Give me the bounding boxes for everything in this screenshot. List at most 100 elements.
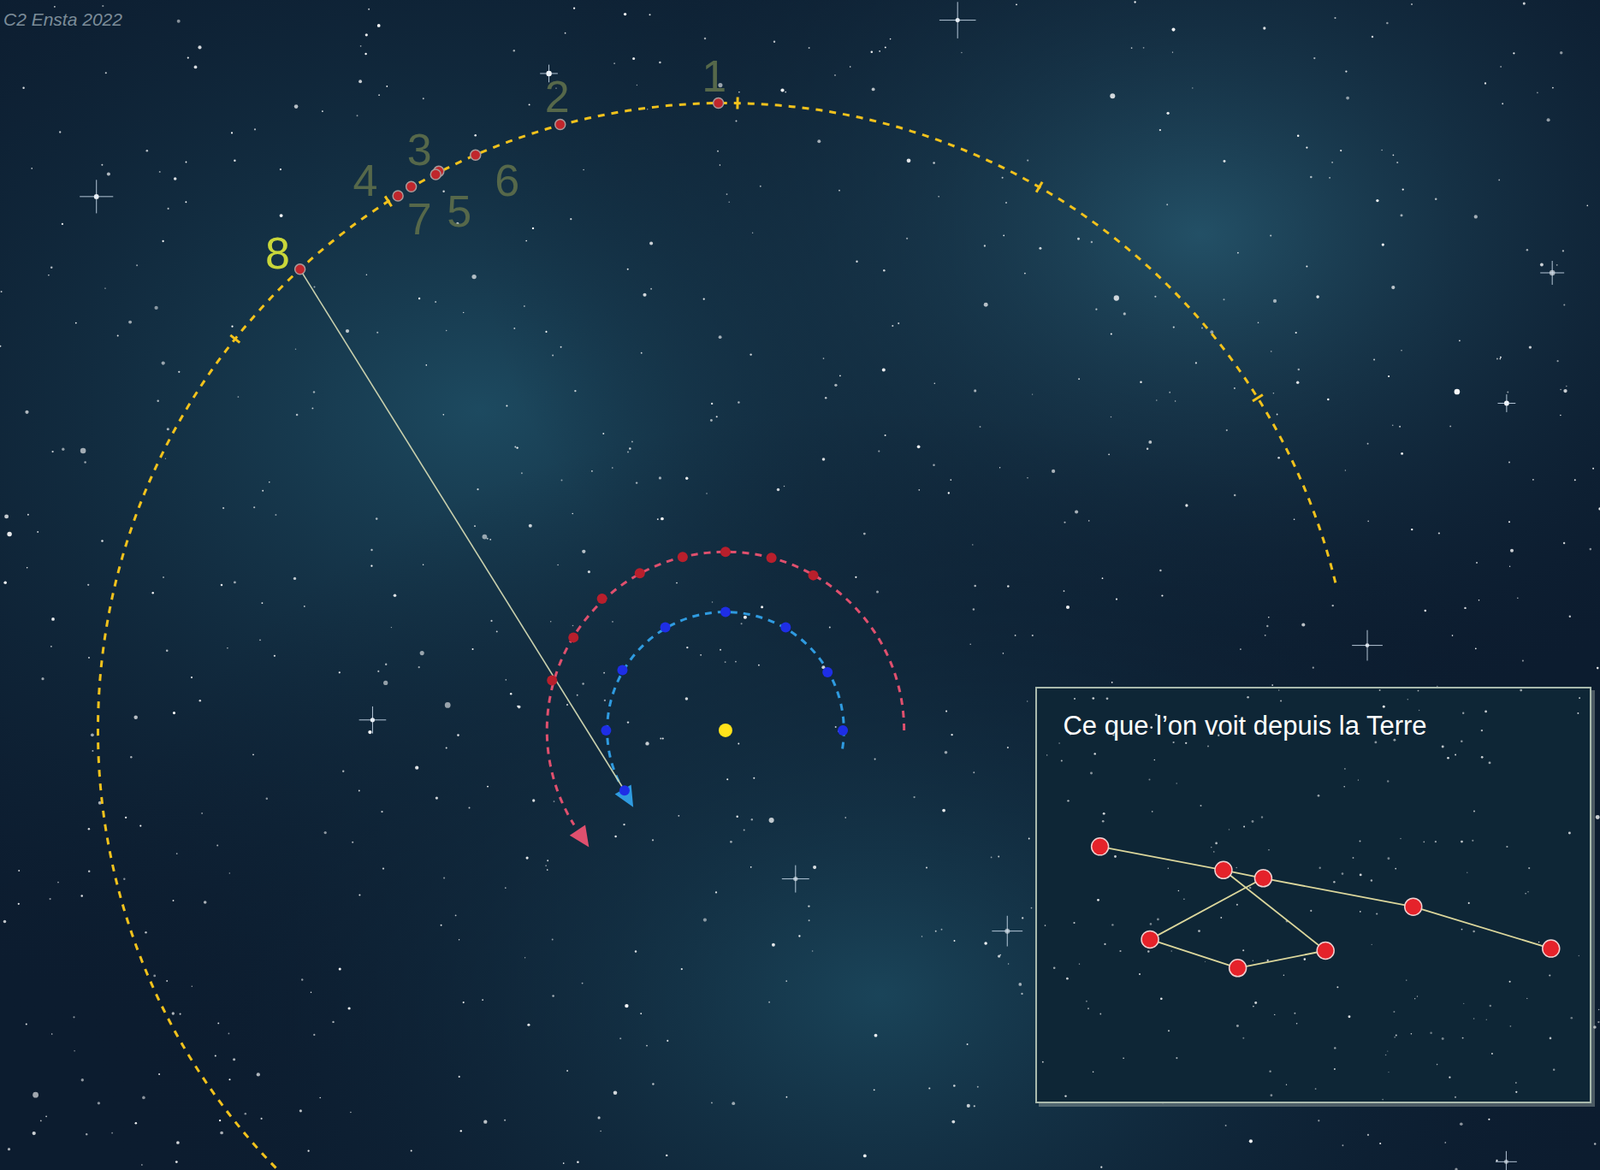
sight-line bbox=[300, 269, 625, 791]
star bbox=[1026, 700, 1028, 702]
star bbox=[1268, 616, 1270, 619]
star bbox=[785, 980, 788, 983]
star bbox=[97, 1102, 101, 1105]
inset-illustration bbox=[1035, 687, 1592, 1105]
star bbox=[217, 1022, 220, 1025]
star bbox=[1341, 872, 1345, 876]
star bbox=[159, 171, 161, 173]
star bbox=[1251, 820, 1255, 824]
star bbox=[482, 534, 488, 540]
star bbox=[486, 538, 489, 540]
star bbox=[0, 290, 3, 293]
star bbox=[106, 172, 111, 177]
star bbox=[1429, 1032, 1433, 1036]
star bbox=[574, 390, 576, 392]
star bbox=[253, 506, 255, 509]
star bbox=[420, 651, 425, 656]
star bbox=[1191, 87, 1193, 89]
star bbox=[0, 345, 1, 348]
star bbox=[370, 549, 373, 552]
star bbox=[1293, 1013, 1296, 1015]
star bbox=[1563, 542, 1565, 545]
star bbox=[40, 1120, 42, 1123]
star bbox=[1268, 849, 1269, 851]
star bbox=[460, 1130, 463, 1132]
star bbox=[1462, 1037, 1464, 1040]
star bbox=[1115, 598, 1118, 601]
star bbox=[1114, 295, 1120, 301]
star bbox=[711, 402, 713, 405]
star bbox=[1557, 360, 1559, 362]
star bbox=[1400, 452, 1404, 456]
star bbox=[1267, 960, 1269, 962]
star bbox=[703, 298, 706, 301]
star bbox=[891, 325, 894, 327]
star bbox=[36, 531, 39, 534]
star bbox=[776, 488, 780, 492]
star bbox=[1333, 17, 1336, 19]
star bbox=[301, 978, 303, 981]
star bbox=[307, 1150, 309, 1153]
star bbox=[1454, 1167, 1458, 1170]
star bbox=[1277, 456, 1280, 460]
star bbox=[824, 397, 827, 399]
star bbox=[719, 164, 722, 166]
planet-position bbox=[720, 546, 731, 558]
star bbox=[1393, 1037, 1396, 1039]
star bbox=[356, 114, 359, 117]
apparent-position bbox=[1542, 940, 1560, 958]
star bbox=[462, 312, 464, 314]
star bbox=[1359, 911, 1362, 913]
star bbox=[1385, 1054, 1387, 1057]
star bbox=[1562, 249, 1565, 252]
star bbox=[1528, 867, 1530, 870]
star bbox=[367, 730, 372, 735]
star bbox=[1501, 102, 1504, 105]
earth-position bbox=[600, 725, 611, 736]
star bbox=[521, 472, 523, 475]
star bbox=[950, 734, 953, 736]
star bbox=[233, 580, 237, 584]
star bbox=[303, 605, 306, 608]
star bbox=[1087, 1007, 1090, 1010]
star bbox=[1495, 1160, 1498, 1162]
star bbox=[1213, 851, 1215, 853]
star bbox=[1392, 424, 1394, 427]
star bbox=[167, 207, 170, 210]
star bbox=[440, 924, 443, 927]
star bbox=[1148, 440, 1152, 445]
star bbox=[677, 815, 680, 818]
star bbox=[1527, 891, 1529, 893]
star bbox=[1252, 960, 1255, 963]
star bbox=[599, 1131, 602, 1133]
star bbox=[1515, 1091, 1518, 1094]
planet-position bbox=[568, 632, 579, 643]
apparent-position bbox=[1091, 838, 1109, 856]
star bbox=[313, 1034, 315, 1037]
star bbox=[474, 134, 477, 137]
position-number: 4 bbox=[352, 158, 378, 203]
star bbox=[1031, 393, 1033, 395]
star bbox=[1102, 820, 1105, 824]
star bbox=[505, 404, 508, 407]
star bbox=[88, 657, 90, 659]
star bbox=[1072, 922, 1075, 925]
star bbox=[1028, 838, 1031, 841]
star bbox=[1175, 782, 1178, 785]
star bbox=[1233, 387, 1236, 390]
star bbox=[1031, 907, 1033, 910]
star bbox=[85, 1133, 88, 1136]
star bbox=[1345, 70, 1347, 72]
star bbox=[1122, 1057, 1125, 1060]
star bbox=[758, 664, 760, 667]
star bbox=[1026, 477, 1029, 480]
star bbox=[1559, 389, 1561, 391]
star bbox=[1297, 368, 1301, 372]
star bbox=[884, 434, 887, 437]
star bbox=[261, 490, 264, 492]
star bbox=[1138, 973, 1141, 976]
star bbox=[91, 750, 94, 753]
star bbox=[177, 371, 180, 374]
star bbox=[648, 13, 651, 16]
star bbox=[1273, 299, 1277, 303]
